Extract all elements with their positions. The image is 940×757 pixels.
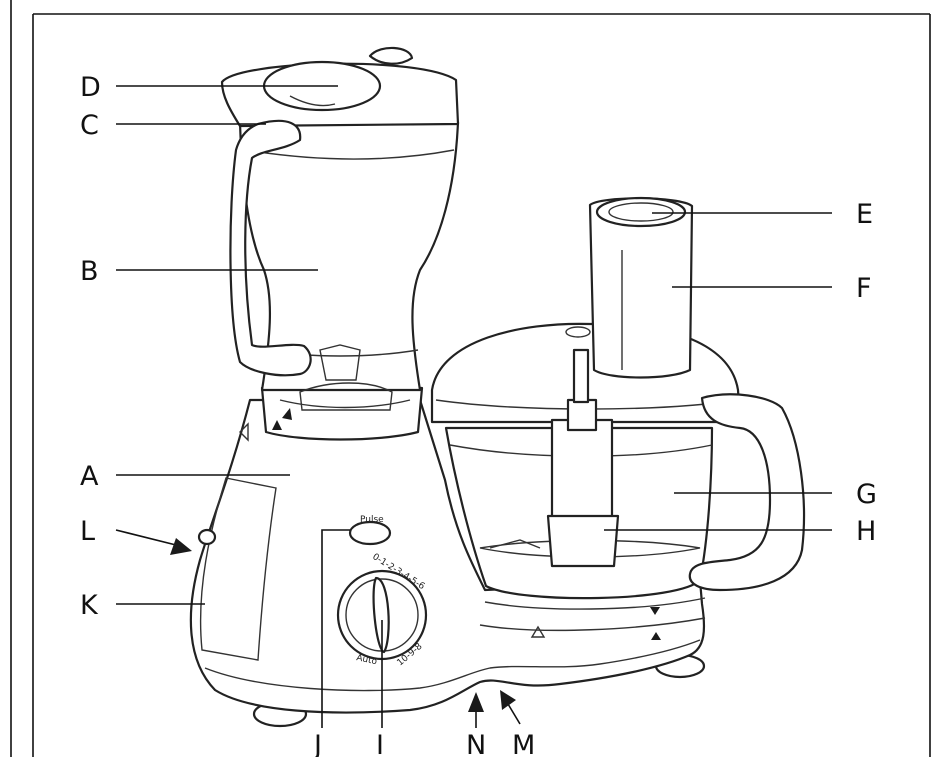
label-N: N bbox=[466, 730, 486, 757]
label-C: C bbox=[80, 110, 99, 141]
speed-dial: 0-1-2-3-4-5-6 10-9-8 Auto bbox=[336, 552, 428, 668]
label-A: A bbox=[80, 461, 99, 492]
part-labels: D C B A L K E F G H J I N M bbox=[80, 72, 877, 757]
pulse-text: Pulse bbox=[360, 515, 384, 525]
dial-auto-text: Auto bbox=[355, 653, 378, 667]
label-F: F bbox=[856, 273, 872, 304]
label-G: G bbox=[856, 479, 877, 510]
label-E: E bbox=[856, 199, 873, 230]
label-D: D bbox=[80, 72, 101, 103]
label-M: M bbox=[512, 730, 535, 757]
motor-base bbox=[189, 398, 706, 728]
label-J: J bbox=[312, 730, 322, 757]
leader-lines bbox=[115, 85, 832, 728]
label-B: B bbox=[80, 256, 99, 287]
label-L: L bbox=[80, 516, 95, 547]
label-H: H bbox=[856, 516, 876, 547]
label-I: I bbox=[376, 730, 384, 757]
processor-bowl bbox=[430, 196, 806, 600]
label-K: K bbox=[80, 590, 99, 621]
pulse-button: Pulse bbox=[348, 515, 392, 546]
page-frame bbox=[10, 0, 931, 757]
blender-jar bbox=[220, 46, 460, 441]
